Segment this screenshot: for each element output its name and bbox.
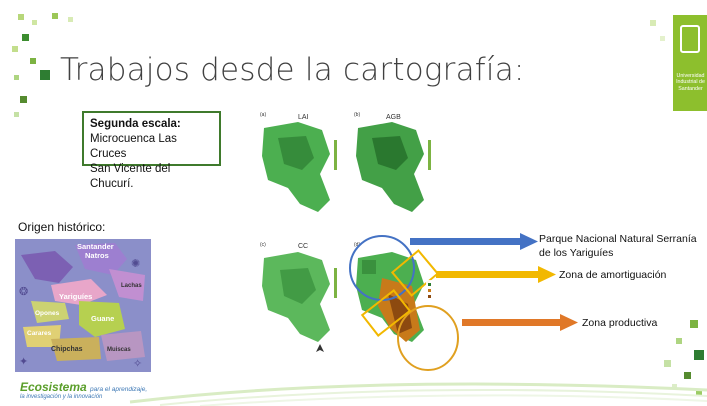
buffer-arrow [436, 266, 556, 283]
svg-text:✧: ✧ [133, 358, 142, 370]
decor-square [690, 320, 698, 328]
decor-square [32, 20, 37, 25]
decor-square [676, 338, 682, 344]
decor-square [14, 112, 19, 117]
hist-map-labels: Santander Natros Lachas Yariguíes Opones… [27, 242, 142, 353]
bottom-swoosh-decoration [129, 382, 707, 406]
annotation-park: Parque Nacional Natural Serranía de los … [539, 233, 697, 259]
hist-label: Lachas [121, 283, 142, 289]
scale-line-1: Microcuenca Las Cruces [90, 133, 177, 160]
decor-square [68, 17, 73, 22]
ecosistema-tagline: la investigación y la innovación [20, 394, 103, 400]
decor-square [650, 20, 656, 26]
slide-title: Trabajos desde la cartografía: [60, 52, 525, 88]
university-logo: Universidad Industrial de Santander [673, 15, 707, 111]
decor-square [22, 34, 29, 41]
park-circle [349, 235, 415, 301]
svg-text:✺: ✺ [131, 258, 140, 270]
ecosistema-logo-name: Ecosistema [20, 380, 87, 394]
scale-line-2: San Vicente del Chucurí. [90, 163, 171, 190]
panel-title: CC [298, 243, 308, 250]
map-panel-agb: (b) AGB [354, 112, 431, 212]
svg-text:✦: ✦ [19, 356, 28, 368]
annotation-overlay [349, 235, 459, 371]
scale-heading: Segunda escala: [90, 118, 181, 130]
university-name: Universidad Industrial de Santander [676, 73, 705, 92]
decor-square [40, 70, 50, 80]
scale-box: Segunda escala: Microcuenca Las Cruces S… [82, 111, 221, 190]
hist-label: Chipchas [51, 346, 83, 353]
decor-square [30, 58, 36, 64]
hist-label: Natros [85, 251, 109, 260]
decor-square [20, 96, 27, 103]
historic-map-image: Santander Natros Lachas Yariguíes Opones… [15, 239, 151, 372]
panel-title: AGB [386, 114, 401, 121]
ecosistema-tagline-inline: para el aprendizaje, [90, 386, 148, 393]
map-panel-lai: (a) LAI [260, 112, 337, 212]
decor-square [664, 360, 671, 367]
panel-tag: (b) [354, 112, 360, 118]
map-panel-cc: (c) CC [260, 242, 337, 342]
vegetation-map-panels: (a) LAI (b) AGB (c) CC (d) [260, 112, 431, 352]
panel-title: LAI [298, 114, 309, 121]
decor-square [696, 390, 702, 396]
productive-arrow [462, 314, 578, 331]
svg-text:❂: ❂ [19, 286, 28, 298]
origin-label: Origen histórico: [18, 220, 106, 234]
decor-square [684, 372, 691, 379]
decor-square [694, 350, 704, 360]
panel-tag: (d) [354, 242, 360, 248]
hist-label: Muiscas [107, 347, 131, 353]
decor-square [660, 36, 665, 41]
decor-square [14, 75, 19, 80]
decor-square [52, 13, 58, 19]
buffer-box [360, 289, 412, 337]
ecosistema-logo: Ecosistema para el aprendizaje, [20, 380, 147, 394]
university-emblem-icon [680, 25, 700, 53]
park-arrow [410, 233, 538, 250]
productive-circle [397, 305, 459, 371]
hist-label: Santander [77, 242, 114, 251]
hist-label: Carares [27, 330, 52, 337]
panel-tag: (c) [260, 242, 266, 248]
hist-label: Opones [35, 310, 60, 317]
hist-label: Yariguíes [59, 292, 92, 301]
panel-tag: (a) [260, 112, 266, 118]
decor-square [12, 46, 18, 52]
buffer-box [390, 249, 440, 297]
hist-label: Guane [91, 314, 114, 323]
annotation-buffer: Zona de amortiguación [559, 269, 667, 281]
decor-square [18, 14, 24, 20]
decor-square [672, 384, 677, 389]
annotation-productive: Zona productiva [582, 317, 658, 329]
